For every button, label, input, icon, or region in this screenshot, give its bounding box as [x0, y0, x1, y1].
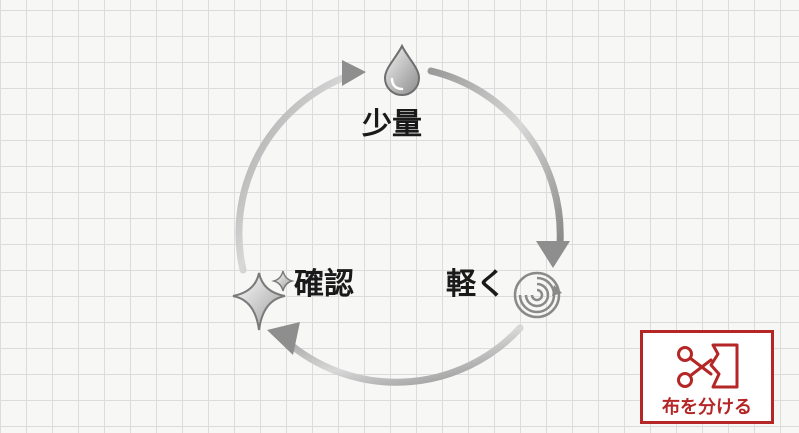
arrowhead-left: [267, 322, 300, 355]
step-label-lightly: 軽く: [446, 267, 506, 302]
step-label-small-amount: 少量: [362, 107, 422, 142]
swirl-icon: [513, 271, 562, 319]
badge-label: 布を分ける: [662, 397, 752, 418]
separate-cloth-badge: 布を分ける: [640, 330, 774, 424]
arrowhead-right: [536, 241, 570, 268]
water-drop-icon: [383, 43, 421, 97]
scissors-cloth-icon: [677, 343, 739, 389]
step-label-check: 確認: [294, 267, 354, 302]
cycle-arrow-left-to-top: [235, 72, 352, 274]
cycle-arrow-top-to-right: [427, 67, 564, 247]
sparkle-icon: [232, 270, 295, 331]
cycle-arrow-right-to-left: [281, 324, 524, 386]
arrowhead-top: [342, 60, 366, 86]
